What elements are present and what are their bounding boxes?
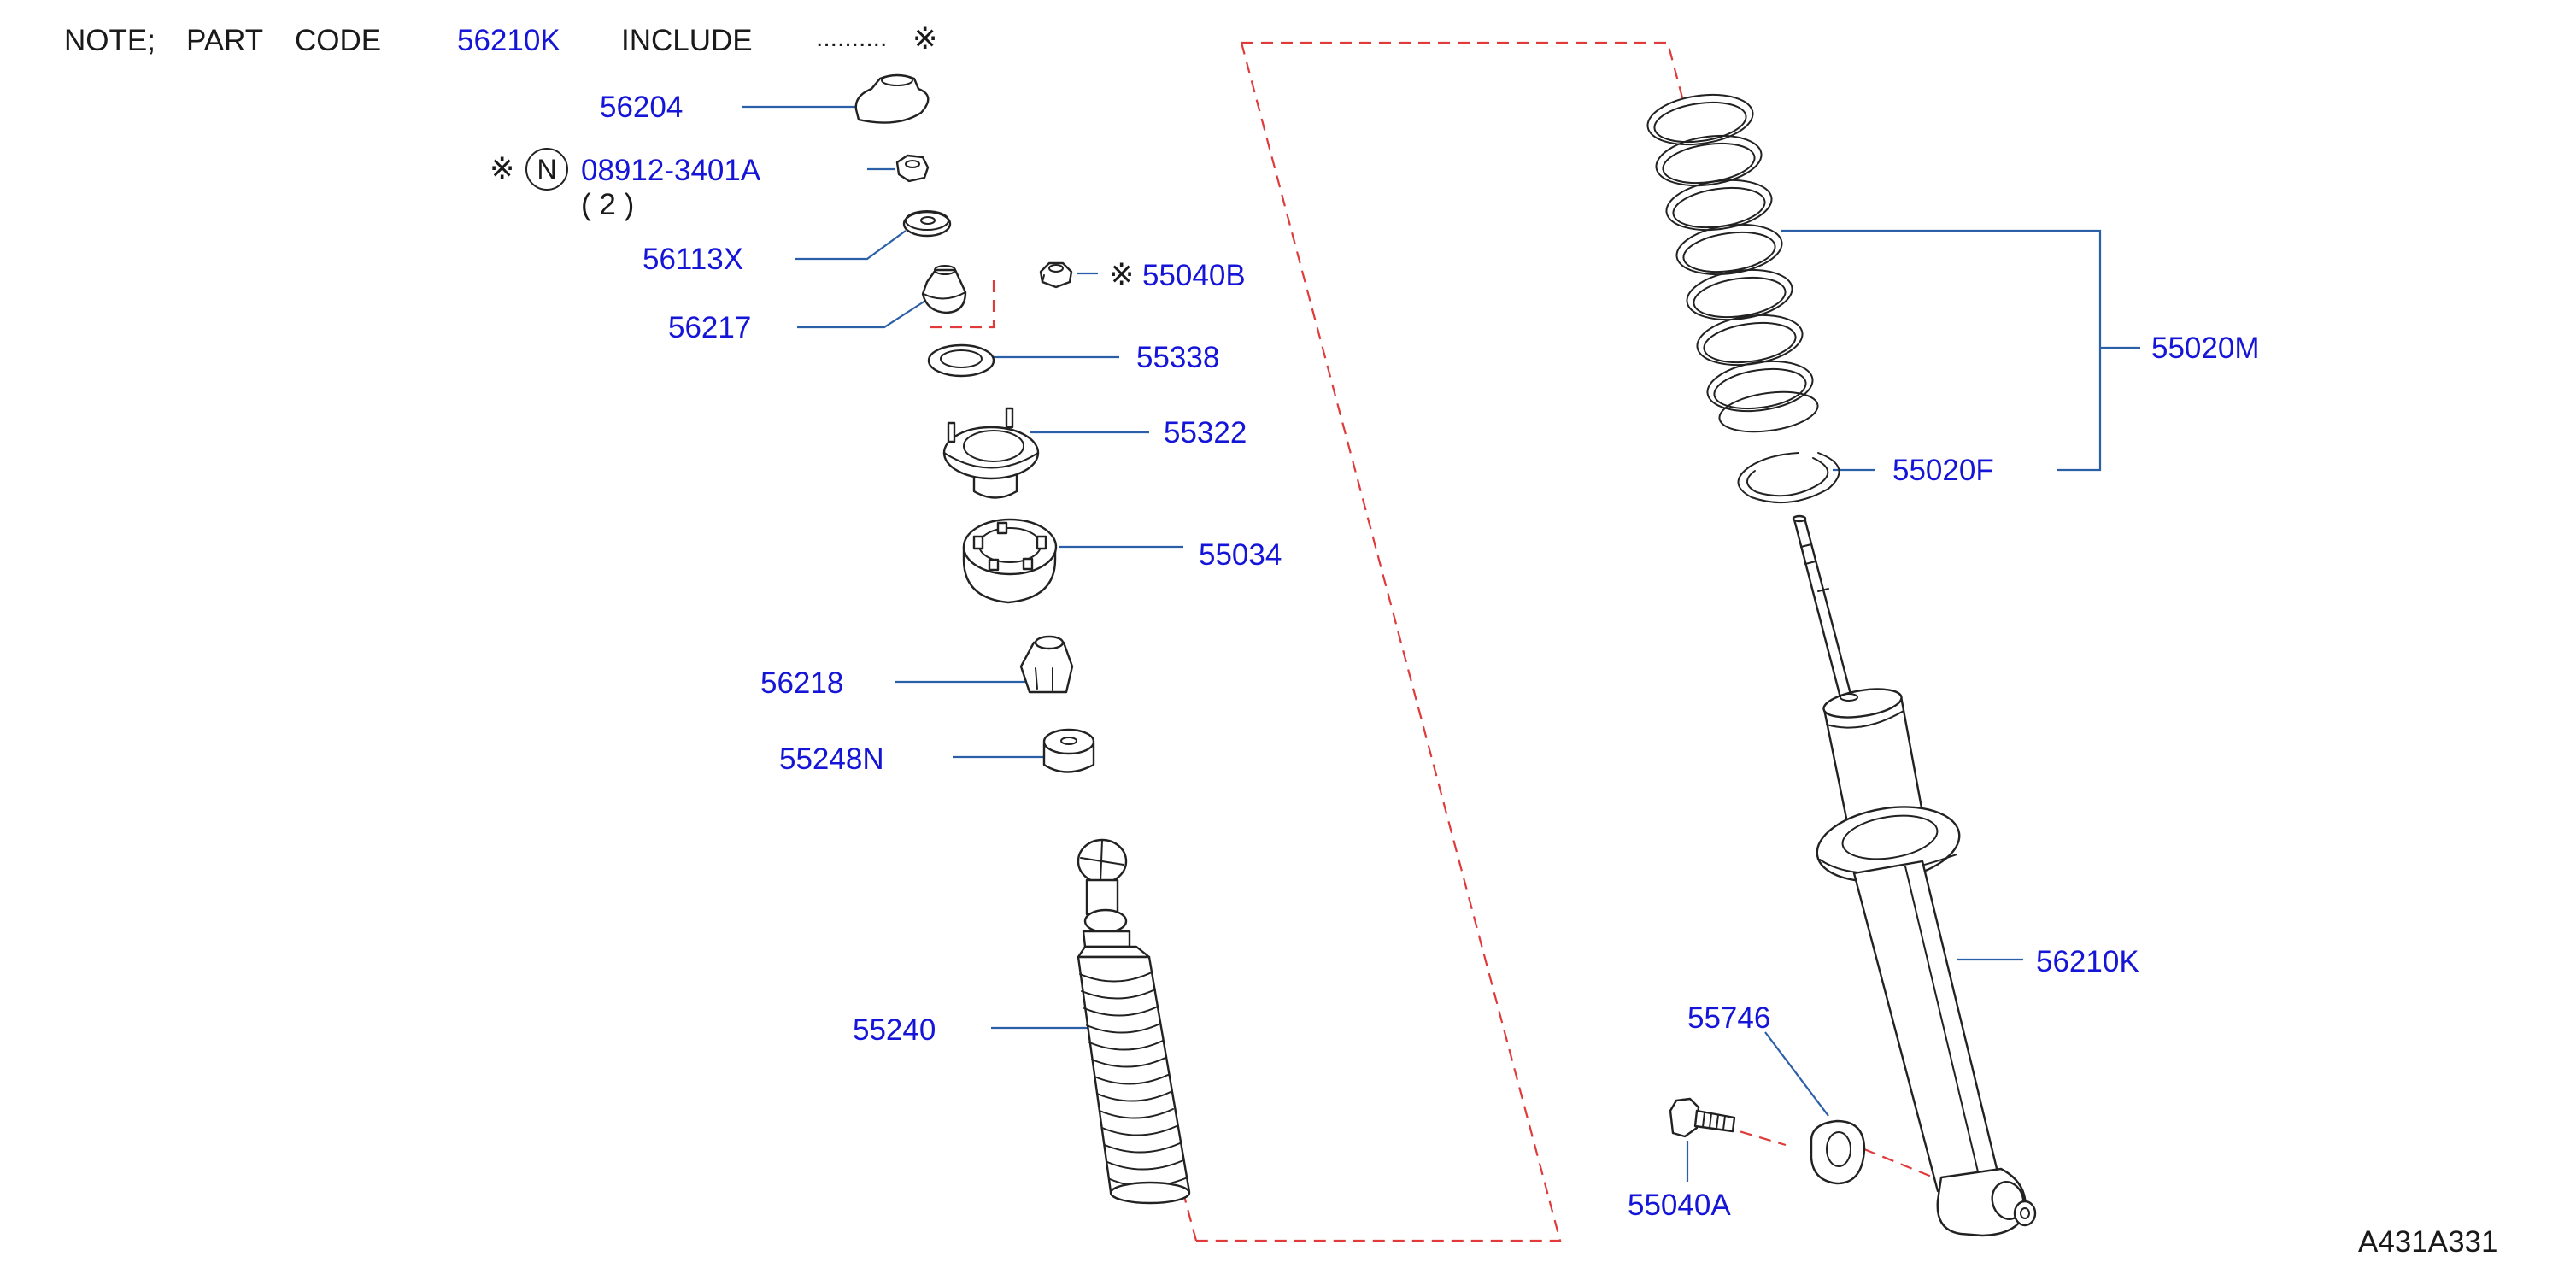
part-56218-bumper [1019,635,1074,694]
callout-55338[interactable]: 55338 [1136,341,1220,374]
note-part: PART [186,24,264,57]
callout-55746[interactable]: 55746 [1687,1001,1771,1035]
part-56210K-shock-absorber [1792,514,2037,1237]
part-55746-washer [1810,1119,1866,1185]
part-55040A-bolt [1669,1097,1736,1138]
note-prefix: NOTE; [64,24,155,57]
part-55248N-stopper [1042,728,1095,773]
part-08912-3401A-nut [895,154,930,183]
callout-56210K[interactable]: 56210K [2036,945,2139,978]
callout-55040B-mark: ※ [1109,258,1135,291]
part-56113X-washer [902,210,952,238]
note-dots: .......... [816,24,888,52]
part-55020F-spring-seat [1737,452,1840,504]
diagram-id: A431A331 [2358,1225,2498,1259]
callout-55040B[interactable]: 55040B [1142,259,1246,292]
callout-08912-quantity: ( 2 ) [581,188,635,221]
part-55240-dust-boot [1077,838,1191,1205]
callout-08912-3401A[interactable]: 08912-3401A [581,154,761,187]
callout-55248N[interactable]: 55248N [779,743,884,776]
note-code: CODE [295,24,382,57]
callout-55322[interactable]: 55322 [1164,416,1247,449]
callout-56217[interactable]: 56217 [668,311,752,344]
part-55322-mount-insulator [942,407,1040,499]
n-circle-icon: N [525,148,568,191]
leader-lines [742,105,2140,1182]
callout-55040A[interactable]: 55040A [1628,1189,1731,1222]
callout-55020F[interactable]: 55020F [1892,454,1994,487]
callout-56113X[interactable]: 56113X [643,243,744,276]
part-55040B-nut [1039,261,1073,289]
callout-56218[interactable]: 56218 [760,666,844,700]
note-include: INCLUDE [621,24,753,57]
part-56217-bushing [921,265,967,314]
note-mark: ※ [912,22,938,56]
callout-55020M[interactable]: 55020M [2151,332,2260,365]
part-55338-gasket [927,343,995,378]
callout-56204[interactable]: 56204 [600,91,684,124]
note-part-code-link[interactable]: 56210K [457,24,560,57]
part-55020M-coil-spring [1646,93,1819,433]
callout-08912-mark: ※ [490,152,515,185]
callout-55034[interactable]: 55034 [1199,538,1282,572]
part-55034-spring-seat [962,518,1058,604]
part-56204-mount-cap [854,73,930,124]
callout-55240[interactable]: 55240 [853,1013,936,1047]
